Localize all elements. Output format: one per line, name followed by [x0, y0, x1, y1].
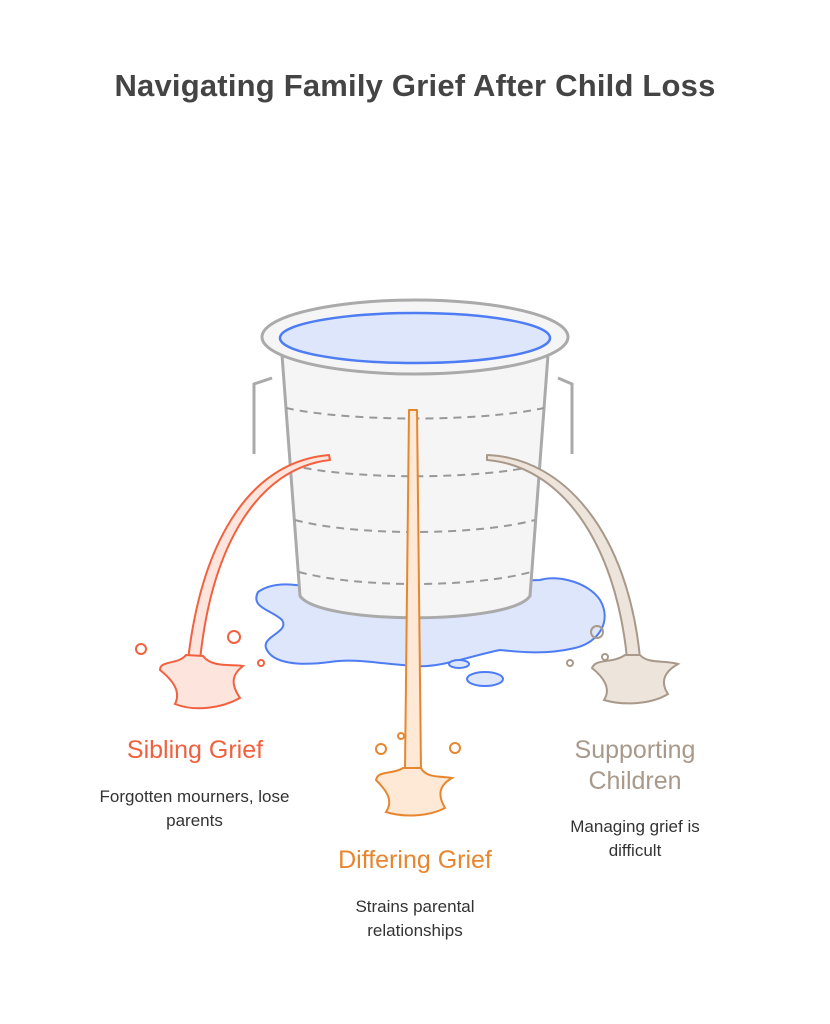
supporting-children-description: Managing grief is difficult	[570, 817, 700, 860]
sibling-grief-description: Forgotten mourners, lose parents	[99, 787, 290, 830]
differing-grief-label: Differing Grief	[338, 846, 492, 874]
differing-grief-stream	[374, 409, 461, 817]
sibling-grief-stream	[135, 454, 331, 710]
differing-grief-description: Strains parental relationships	[355, 897, 475, 940]
page-title: Navigating Family Grief After Child Loss	[114, 68, 716, 103]
supporting-children-label: Supporting Children	[574, 736, 696, 795]
sibling-grief-label: Sibling Grief	[126, 736, 264, 764]
supporting-children-stream	[486, 454, 681, 705]
